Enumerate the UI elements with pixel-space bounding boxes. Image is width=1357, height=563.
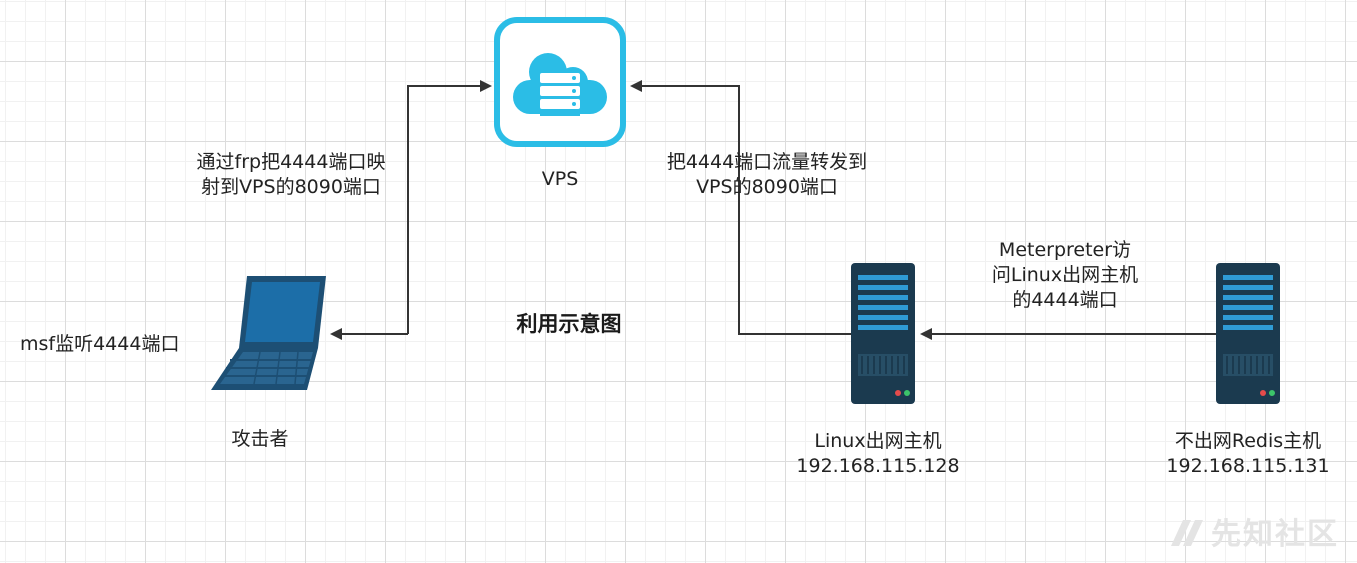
frp-mapping-label: 通过frp把4444端口映 射到VPS的8090端口 [178, 150, 404, 200]
linux-host-server-icon [851, 263, 915, 404]
frp-mapping-label-line2: 射到VPS的8090端口 [201, 176, 381, 198]
watermark-text: 先知社区 [1211, 517, 1339, 552]
watermark-logo-icon [1171, 520, 1203, 546]
meterpreter-label-line3: 的4444端口 [1012, 289, 1118, 311]
laptop-icon [211, 276, 326, 390]
linux-host-name: Linux出网主机 [814, 430, 942, 452]
vps-label: VPS [541, 168, 579, 190]
forward-label-line2: VPS的8090端口 [696, 176, 838, 198]
redis-host-name: 不出网Redis主机 [1174, 430, 1322, 452]
redis-host-label: 不出网Redis主机 192.168.115.131 [1148, 429, 1348, 479]
frp-mapping-label-line1: 通过frp把4444端口映 [196, 151, 386, 173]
watermark: 先知社区 [1169, 509, 1339, 553]
linux-host-label: Linux出网主机 192.168.115.128 [772, 429, 984, 479]
frp-connector-arrow [407, 80, 492, 334]
msf-listen-label: msf监听4444端口 [20, 333, 180, 355]
vps-cloud-icon [494, 17, 626, 147]
meterpreter-label-line2: 问Linux出网主机 [991, 264, 1139, 286]
meterpreter-label-line1: Meterpreter访 [998, 239, 1132, 261]
attacker-label: 攻击者 [231, 428, 289, 450]
forward-label: 把4444端口流量转发到 VPS的8090端口 [644, 150, 890, 200]
diagram-title: 利用示意图 [516, 312, 622, 336]
forward-label-line1: 把4444端口流量转发到 [666, 151, 868, 173]
redis-host-ip: 192.168.115.131 [1166, 455, 1330, 477]
redis-host-server-icon [1216, 263, 1280, 404]
meterpreter-label: Meterpreter访 问Linux出网主机 的4444端口 [962, 238, 1168, 313]
forward-connector-arrow [630, 80, 851, 335]
linux-host-ip: 192.168.115.128 [796, 455, 960, 477]
